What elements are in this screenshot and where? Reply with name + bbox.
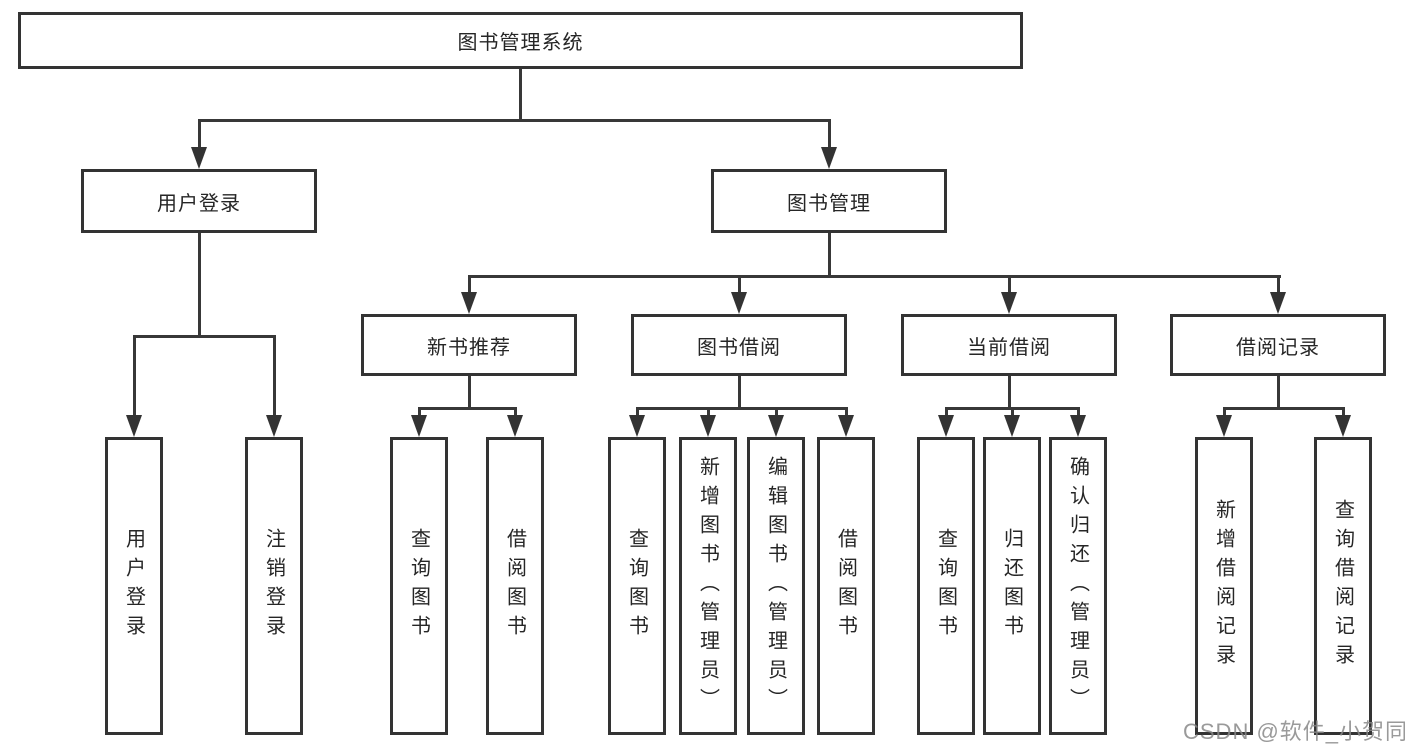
arrow-down-icon — [191, 147, 207, 169]
node-label: 归还图书 — [1000, 528, 1023, 644]
arrow-down-icon — [700, 415, 716, 437]
node-book-management: 图书管理 — [711, 169, 947, 233]
leaf-user-login: 用户登录 — [105, 437, 163, 735]
arrow-down-icon — [768, 415, 784, 437]
connector-line — [468, 376, 471, 410]
connector-line — [519, 69, 522, 122]
leaf-add-book-admin: 新增图书（管理员） — [679, 437, 737, 735]
arrow-down-icon — [461, 292, 477, 314]
arrow-down-icon — [838, 415, 854, 437]
connector-line — [845, 407, 848, 418]
arrow-down-icon — [411, 415, 427, 437]
node-label: 新书推荐 — [427, 336, 511, 359]
arrow-down-icon — [1001, 292, 1017, 314]
node-label: 借阅图书 — [834, 528, 857, 644]
node-label: 图书借阅 — [697, 336, 781, 359]
node-user-login: 用户登录 — [81, 169, 317, 233]
leaf-borrow-book-1: 借阅图书 — [486, 437, 544, 735]
connector-line — [198, 119, 201, 150]
arrow-down-icon — [266, 415, 282, 437]
connector-line — [1277, 275, 1280, 295]
connector-line — [198, 119, 831, 122]
leaf-borrow-book-2: 借阅图书 — [817, 437, 875, 735]
connector-line — [1342, 407, 1345, 418]
connector-line — [1223, 407, 1345, 410]
connector-line — [198, 233, 201, 338]
connector-line — [828, 119, 831, 150]
node-book-system: 图书管理系统 — [18, 12, 1023, 69]
arrow-down-icon — [629, 415, 645, 437]
connector-line — [738, 275, 741, 295]
arrow-down-icon — [126, 415, 142, 437]
node-label: 图书管理 — [787, 192, 871, 215]
node-label: 新增图书（管理员） — [696, 455, 719, 717]
connector-line — [133, 335, 136, 418]
leaf-return-book: 归还图书 — [983, 437, 1041, 735]
leaf-query-borrow-record: 查询借阅记录 — [1314, 437, 1372, 735]
arrow-down-icon — [1216, 415, 1232, 437]
connector-line — [1277, 376, 1280, 410]
connector-line — [1077, 407, 1080, 418]
connector-line — [1223, 407, 1226, 418]
connector-line — [1008, 376, 1011, 410]
leaf-logout: 注销登录 — [245, 437, 303, 735]
node-label: 借阅记录 — [1236, 336, 1320, 359]
connector-line — [1008, 275, 1011, 295]
node-label: 用户登录 — [157, 192, 241, 215]
arrow-down-icon — [1004, 415, 1020, 437]
leaf-query-book-1: 查询图书 — [390, 437, 448, 735]
connector-line — [738, 376, 741, 410]
connector-line — [514, 407, 517, 418]
node-label: 查询图书 — [407, 528, 430, 644]
arrow-down-icon — [507, 415, 523, 437]
arrow-down-icon — [1335, 415, 1351, 437]
connector-line — [945, 407, 948, 418]
node-book-borrow: 图书借阅 — [631, 314, 847, 376]
node-label: 查询借阅记录 — [1331, 499, 1354, 673]
arrow-down-icon — [938, 415, 954, 437]
connector-line — [468, 275, 1281, 278]
connector-line — [468, 275, 471, 295]
node-label: 确认归还（管理员） — [1066, 455, 1089, 717]
node-label: 查询图书 — [625, 528, 648, 644]
leaf-add-borrow-record: 新增借阅记录 — [1195, 437, 1253, 735]
node-label: 注销登录 — [262, 528, 285, 644]
connector-line — [418, 407, 421, 418]
watermark: CSDN @软件_小贺同学 — [1183, 719, 1405, 744]
arrow-down-icon — [1270, 292, 1286, 314]
node-new-book-recommend: 新书推荐 — [361, 314, 577, 376]
connector-line — [828, 233, 831, 278]
connector-line — [636, 407, 848, 410]
connector-line — [775, 407, 778, 418]
node-borrow-record: 借阅记录 — [1170, 314, 1386, 376]
node-current-borrow: 当前借阅 — [901, 314, 1117, 376]
node-label: 编辑图书（管理员） — [764, 455, 787, 717]
node-label: 查询图书 — [934, 528, 957, 644]
connector-line — [636, 407, 639, 418]
leaf-confirm-return-admin: 确认归还（管理员） — [1049, 437, 1107, 735]
leaf-query-book-2: 查询图书 — [608, 437, 666, 735]
arrow-down-icon — [731, 292, 747, 314]
leaf-edit-book-admin: 编辑图书（管理员） — [747, 437, 805, 735]
connector-line — [707, 407, 710, 418]
node-label: 图书管理系统 — [457, 32, 584, 54]
connector-line — [1011, 407, 1014, 418]
node-label: 借阅图书 — [503, 528, 526, 644]
arrow-down-icon — [821, 147, 837, 169]
connector-line — [273, 335, 276, 418]
node-label: 新增借阅记录 — [1212, 499, 1235, 673]
connector-line — [133, 335, 276, 338]
node-label: 用户登录 — [122, 528, 145, 644]
node-label: 当前借阅 — [967, 336, 1051, 359]
leaf-query-book-3: 查询图书 — [917, 437, 975, 735]
arrow-down-icon — [1070, 415, 1086, 437]
connector-line — [418, 407, 517, 410]
